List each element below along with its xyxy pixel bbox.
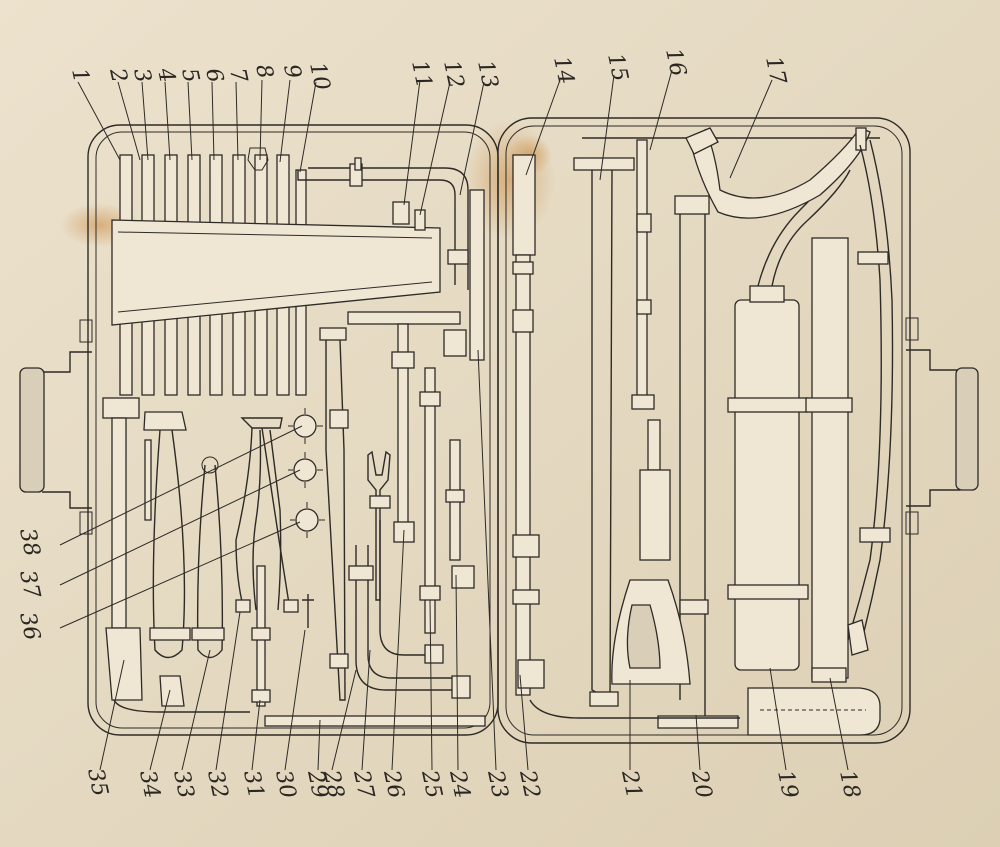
callout-20: 20: [686, 767, 716, 801]
pliers-and-screwdrivers: [102, 397, 325, 713]
callout-19: 19: [772, 768, 802, 801]
callout-8: 8: [250, 62, 277, 81]
callout-25: 25: [416, 767, 446, 801]
callout-7: 7: [224, 66, 251, 85]
callout-29: 29: [302, 767, 332, 801]
bent-rods: [297, 157, 485, 361]
callouts-bottom: 35 34 33 32 31 30 29 28 27 26 25 24 23 2…: [82, 766, 864, 801]
right-handle-grip: [955, 367, 979, 491]
left-handle-grip: [19, 367, 45, 493]
callout-11: 11: [406, 58, 436, 91]
callout-15: 15: [602, 51, 632, 84]
callout-38: 38: [14, 526, 44, 559]
callout-3: 3: [128, 66, 155, 85]
callout-35: 35: [82, 766, 112, 799]
callout-9: 9: [278, 62, 305, 81]
callout-21: 21: [616, 767, 646, 801]
callouts-left: 38 37 36: [14, 526, 44, 643]
callout-1: 1: [66, 66, 93, 85]
left-handle: [42, 351, 92, 509]
wrench-set: [111, 147, 441, 396]
callout-18: 18: [834, 768, 864, 801]
callout-31: 31: [238, 768, 268, 801]
callout-26: 26: [378, 767, 408, 801]
callout-16: 16: [660, 46, 690, 79]
callout-2: 2: [104, 65, 132, 85]
callout-30: 30: [270, 768, 300, 801]
callouts-top: 1 2 3 4 5 6 7 8 9 10 11 12 13 14 15 16 1…: [66, 46, 790, 93]
callout-17: 17: [760, 54, 790, 87]
callout-4: 4: [152, 65, 180, 85]
callout-34: 34: [134, 768, 164, 801]
callout-28: 28: [318, 767, 348, 801]
right-half-tools: [512, 127, 894, 736]
right-handle: [906, 349, 960, 507]
callout-12: 12: [438, 58, 468, 91]
callout-37: 37: [14, 568, 44, 601]
callout-5: 5: [176, 66, 203, 85]
callout-13: 13: [472, 58, 502, 91]
callout-32: 32: [202, 768, 232, 801]
callout-6: 6: [200, 66, 227, 85]
t-handle-tools: [264, 311, 486, 727]
callout-33: 33: [168, 768, 198, 801]
callout-36: 36: [14, 610, 44, 643]
callout-22: 22: [514, 767, 544, 801]
callout-27: 27: [348, 767, 378, 801]
leader-lines: [59, 69, 849, 771]
right-case-half: [497, 117, 979, 744]
callout-14: 14: [548, 54, 578, 87]
wrench-holder: [111, 219, 441, 326]
callout-10: 10: [304, 60, 334, 93]
callout-24: 24: [444, 767, 474, 801]
callout-23: 23: [482, 767, 512, 801]
